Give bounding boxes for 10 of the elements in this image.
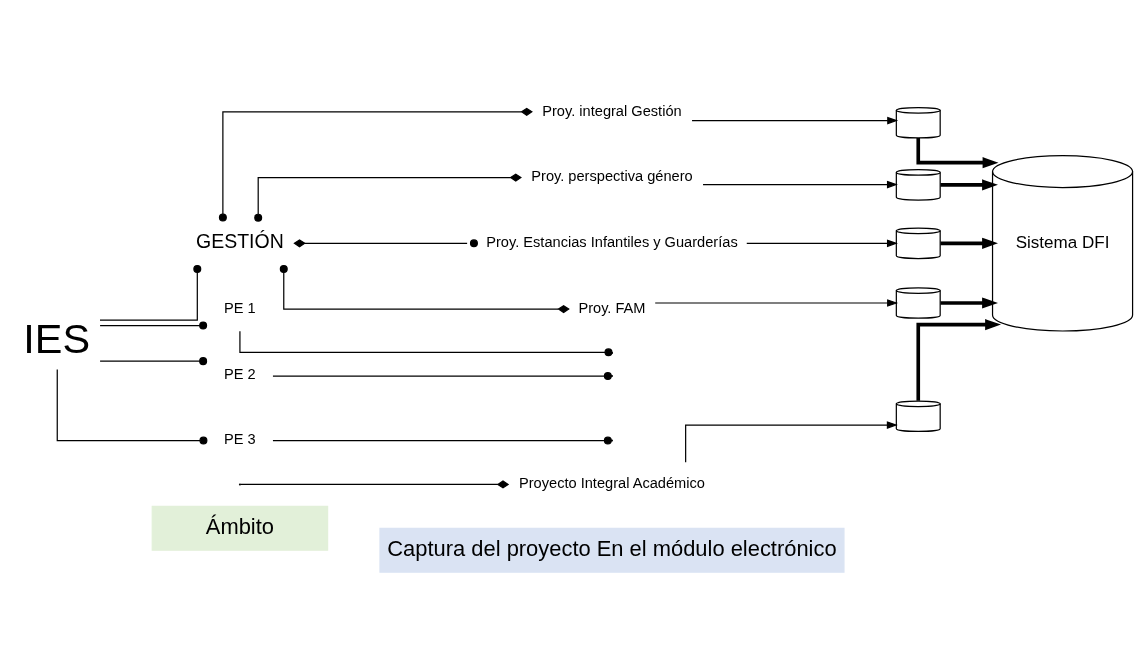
- node-text: PE 3: [224, 430, 256, 447]
- node-text: IES: [23, 315, 90, 362]
- node-text: Proyecto Integral Académico: [518, 474, 705, 491]
- node-text: PE 2: [224, 365, 256, 382]
- node-text: Proy. perspectiva género: [531, 167, 693, 184]
- node-text: Proy. FAM: [578, 299, 646, 316]
- node-text: PE 1: [224, 299, 256, 316]
- node-text: Proy. Estancias Infantiles y Guarderías: [486, 233, 738, 250]
- node-text: Proy. integral Gestión: [542, 102, 682, 119]
- node-text: GESTIÓN: [196, 229, 284, 252]
